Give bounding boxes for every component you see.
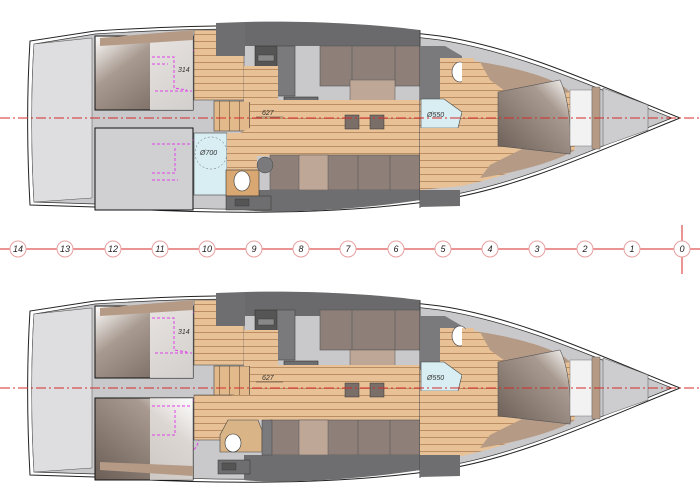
svg-text:4: 4: [487, 244, 492, 254]
layout-top: 314 627: [0, 21, 700, 213]
dim-passage-width: 627: [262, 110, 275, 117]
station-14: 14: [9, 240, 27, 258]
station-10: 10: [198, 240, 216, 258]
station-scale: 14 13 12 11 10 9 8 7 6 5 4 3 2 1 0: [0, 225, 700, 274]
station-8: 8: [292, 240, 310, 258]
saloon-settee-starboard: [269, 154, 421, 191]
svg-text:12: 12: [108, 244, 118, 254]
aft-toilet: [233, 170, 251, 192]
dim-shower-diameter: Ø700: [199, 150, 217, 157]
stool: [369, 114, 385, 130]
companionway-steps: [213, 100, 251, 132]
svg-text:0: 0: [679, 244, 684, 254]
dim-forward-head-diameter: Ø550: [426, 375, 444, 382]
station-12: 12: [104, 240, 122, 258]
station-5: 5: [434, 240, 452, 258]
svg-text:10: 10: [202, 244, 212, 254]
svg-text:14: 14: [13, 244, 23, 254]
svg-text:2: 2: [581, 244, 587, 254]
station-4: 4: [481, 240, 499, 258]
layout-bottom: 314 627 Ø550: [0, 291, 700, 483]
svg-text:13: 13: [60, 244, 70, 254]
stool: [344, 114, 360, 130]
svg-text:3: 3: [534, 244, 539, 254]
svg-text:8: 8: [298, 244, 303, 254]
station-3: 3: [528, 240, 546, 258]
svg-text:6: 6: [393, 244, 398, 254]
svg-text:7: 7: [345, 244, 351, 254]
svg-text:9: 9: [251, 244, 256, 254]
saloon-settee-port: [319, 45, 421, 87]
dim-passage-width: 627: [262, 375, 275, 382]
forward-head-shower: [420, 98, 463, 129]
station-13: 13: [56, 240, 74, 258]
forward-berth: [497, 79, 571, 155]
svg-text:1: 1: [629, 244, 634, 254]
svg-text:5: 5: [440, 244, 446, 254]
station-6: 6: [387, 240, 405, 258]
dim-aft-cabin-width: 314: [178, 329, 190, 336]
stool: [369, 382, 385, 398]
svg-text:11: 11: [155, 244, 164, 254]
dim-forward-head-diameter: Ø550: [426, 112, 444, 119]
station-7: 7: [339, 240, 357, 258]
companionway-steps: [213, 365, 251, 397]
saloon-settee-port: [319, 309, 421, 351]
station-0: 0: [673, 240, 691, 258]
station-9: 9: [245, 240, 263, 258]
forward-head-shower: [420, 361, 463, 392]
saloon-settee-starboard: [269, 419, 421, 456]
station-11: 11: [151, 240, 169, 258]
aft-toilet: [224, 433, 242, 453]
forward-berth: [497, 349, 571, 425]
aft-cabin-starboard: [94, 127, 194, 211]
dim-aft-cabin-width: 314: [178, 67, 190, 74]
station-1: 1: [623, 240, 641, 258]
station-2: 2: [576, 240, 594, 258]
stool: [344, 382, 360, 398]
